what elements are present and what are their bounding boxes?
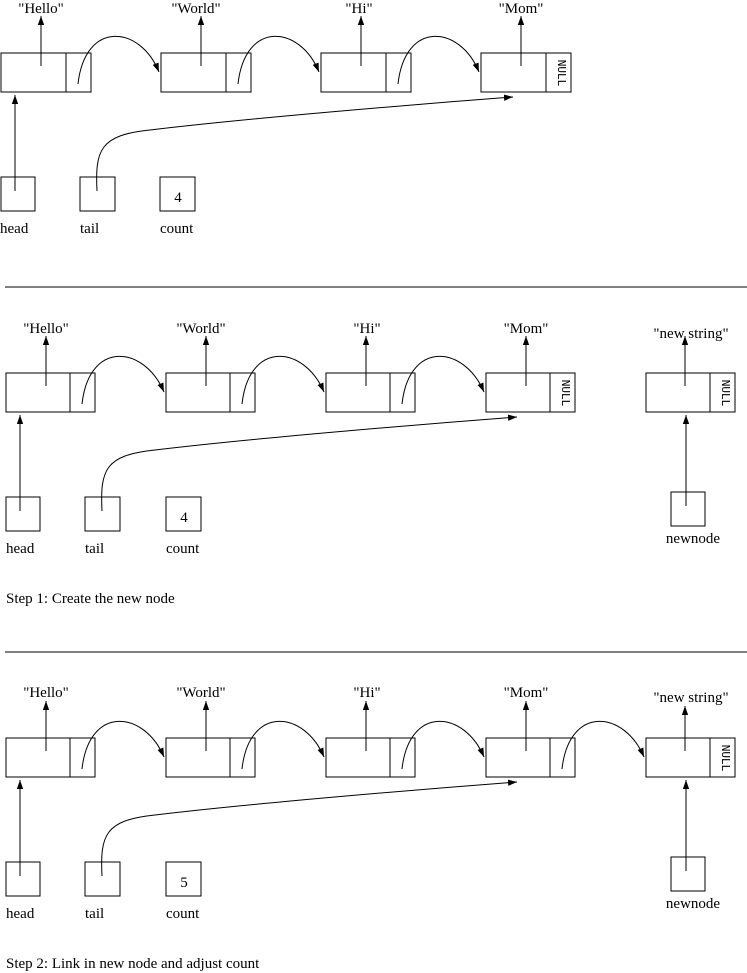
next-pointer-world-hi — [237, 35, 320, 85]
node-value-world: "World" — [176, 321, 225, 337]
newnode-label: newnode — [666, 896, 720, 912]
panel-step-1: "Hello" "World" "Hi" "Mom" NULL — [5, 321, 736, 607]
next-pointer-hi-mom — [397, 35, 480, 85]
tail-pointer: tail — [84, 414, 518, 557]
count-value: 4 — [174, 190, 182, 206]
step-2-caption: Step 2: Link in new node and adjust coun… — [6, 956, 260, 972]
count-label: count — [160, 221, 194, 237]
node-value-hello: "Hello" — [23, 685, 69, 701]
next-pointer-mom-new — [561, 720, 645, 770]
tail-label: tail — [80, 221, 99, 237]
newnode-label: newnode — [666, 531, 720, 547]
node-value-world: "World" — [171, 1, 220, 17]
list-node-hello: "Hello" — [5, 321, 96, 413]
list-node-mom: "Mom" — [485, 685, 576, 778]
list-node-hello: "Hello" — [0, 1, 92, 93]
step-1-caption: Step 1: Create the new node — [6, 591, 175, 607]
count-label: count — [166, 541, 200, 557]
new-node-value: "new string" — [653, 326, 728, 342]
null-marker: NULL — [559, 380, 572, 407]
next-pointer-hi-mom — [401, 355, 485, 405]
next-pointer-hello-world — [81, 720, 165, 770]
new-node: "new string" NULL — [645, 690, 736, 778]
head-pointer: head — [5, 780, 41, 922]
panel-initial-list: "Hello" "World" "Hi" "Mom" NULL head — [0, 1, 572, 237]
count-label: count — [166, 906, 200, 922]
list-node-mom: "Mom" NULL — [485, 321, 576, 413]
head-label: head — [0, 221, 29, 237]
list-node-world: "World" — [160, 1, 252, 93]
tail-pointer: tail — [79, 94, 514, 237]
node-value-hi: "Hi" — [353, 321, 380, 337]
null-marker: NULL — [719, 380, 732, 407]
count-value: 5 — [180, 875, 188, 891]
node-value-mom: "Mom" — [504, 321, 549, 337]
list-node-world: "World" — [165, 685, 256, 778]
list-node-hi: "Hi" — [325, 685, 416, 778]
tail-pointer: tail — [84, 779, 518, 922]
new-node-value: "new string" — [653, 690, 728, 706]
newnode-pointer: newnode — [666, 415, 720, 547]
null-marker: NULL — [719, 745, 732, 772]
panel-step-2: "Hello" "World" "Hi" "Mom" "new string" … — [5, 685, 736, 972]
list-node-world: "World" — [165, 321, 256, 413]
tail-label: tail — [85, 541, 104, 557]
node-value-mom: "Mom" — [504, 685, 549, 701]
node-value-world: "World" — [176, 685, 225, 701]
count-variable: 4 count — [165, 496, 202, 557]
list-node-mom: "Mom" NULL — [480, 1, 572, 93]
next-pointer-hello-world — [77, 35, 160, 85]
count-variable: 5 count — [165, 861, 202, 922]
next-pointer-hello-world — [81, 355, 165, 405]
null-marker: NULL — [555, 60, 568, 87]
node-value-hello: "Hello" — [18, 1, 64, 17]
node-value-mom: "Mom" — [499, 1, 544, 17]
new-node: "new string" NULL — [645, 326, 736, 413]
head-pointer: head — [0, 95, 36, 237]
node-value-hello: "Hello" — [23, 321, 69, 337]
list-node-hi: "Hi" — [320, 1, 412, 93]
list-node-hi: "Hi" — [325, 321, 416, 413]
next-pointer-hi-mom — [401, 720, 485, 770]
next-pointer-world-hi — [241, 720, 325, 770]
head-label: head — [6, 541, 35, 557]
list-node-hello: "Hello" — [5, 685, 96, 778]
newnode-pointer: newnode — [666, 780, 720, 912]
tail-label: tail — [85, 906, 104, 922]
node-value-hi: "Hi" — [353, 685, 380, 701]
next-pointer-world-hi — [241, 355, 325, 405]
head-label: head — [6, 906, 35, 922]
node-value-hi: "Hi" — [345, 1, 372, 17]
count-variable: 4 count — [159, 176, 196, 237]
head-pointer: head — [5, 415, 41, 557]
count-value: 4 — [180, 510, 188, 526]
